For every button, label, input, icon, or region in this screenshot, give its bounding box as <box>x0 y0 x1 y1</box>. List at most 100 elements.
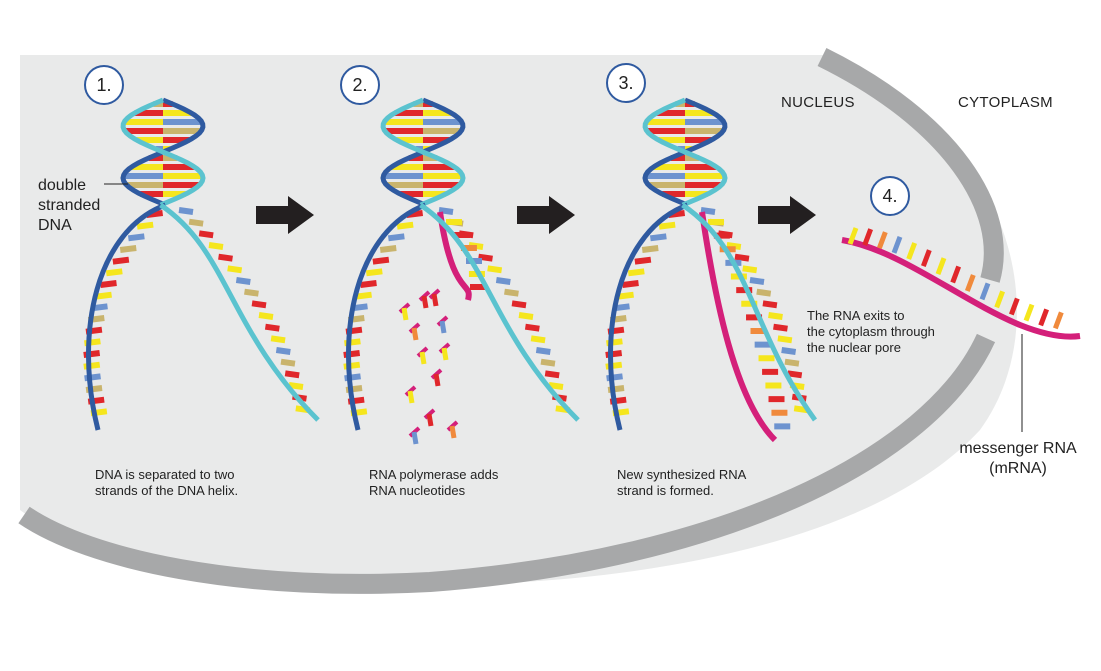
nucleus-label: NUCLEUS <box>781 94 855 111</box>
cytoplasm-label: CYTOPLASM <box>958 94 1053 111</box>
left-strand-base <box>365 268 383 277</box>
free-nucleotide-base <box>433 373 441 387</box>
backbone-cyan-twisted <box>380 97 466 208</box>
left-strand-base <box>119 245 137 253</box>
nucleus-interior <box>20 55 1017 585</box>
right-strand-base <box>726 242 742 250</box>
double-stranded-dna-label: double stranded DNA <box>38 177 101 234</box>
right-strand-base <box>773 323 788 332</box>
step-3-badge: 3. <box>606 63 646 103</box>
backbone-cyan-strand <box>159 202 320 422</box>
right-strand-base <box>734 253 750 262</box>
mrna-base <box>920 249 932 268</box>
right-strand-base <box>784 358 800 367</box>
left-strand-base <box>379 245 397 253</box>
dna-helix-step-2 <box>343 97 580 431</box>
backbone-blue-strand <box>86 202 167 431</box>
free-nucleotide-base <box>441 347 449 361</box>
right-strand-base <box>235 277 251 285</box>
right-strand-base <box>530 335 546 344</box>
left-strand-base <box>627 268 645 277</box>
left-strand-base <box>396 221 414 230</box>
mrna-base <box>994 290 1006 309</box>
left-strand-base <box>617 291 634 300</box>
right-strand-base <box>518 312 534 320</box>
cell-membranes <box>18 48 1017 594</box>
right-strand-base <box>495 277 511 285</box>
mrna-label: messenger RNA (mRNA) <box>959 440 1077 477</box>
mrna-base <box>1052 311 1064 330</box>
left-strand-base <box>136 221 154 230</box>
left-strand-base <box>343 361 361 370</box>
label-leader-lines <box>104 183 1023 432</box>
right-strand-base <box>208 242 224 250</box>
right-strand-base <box>544 370 560 379</box>
rna-backbone <box>437 211 472 301</box>
mrna-base <box>906 242 918 260</box>
mrna-base <box>862 228 874 246</box>
free-nucleotide-base <box>449 425 457 439</box>
right-strand-base <box>288 382 304 390</box>
left-strand-base <box>649 233 667 242</box>
step-4-badge: 4. <box>870 176 910 216</box>
right-strand-base <box>227 265 243 274</box>
free-nucleotide-base <box>421 295 429 309</box>
right-strand-base <box>742 265 758 274</box>
backbone-cyan-twisted <box>120 97 206 208</box>
right-strand-base <box>487 265 503 274</box>
nuclear-envelope-upper <box>817 48 1004 283</box>
free-nucleotide-base <box>439 320 447 334</box>
right-strand-base <box>787 370 803 379</box>
backbone-blue-strand <box>346 202 427 431</box>
free-nucleotide-base <box>419 351 427 365</box>
right-strand-base <box>781 347 797 355</box>
right-strand-base <box>756 288 772 297</box>
mrna-base <box>891 236 903 254</box>
step-1-caption: DNA is separated to two strands of the D… <box>95 467 239 498</box>
arrow-step-2-to-3 <box>517 196 575 234</box>
mrna-base <box>935 257 947 275</box>
right-strand-base <box>535 347 551 355</box>
rna-backbone <box>699 211 778 443</box>
step-1-badge: 1. <box>84 65 124 105</box>
right-strand-base <box>218 253 233 262</box>
right-strand-base <box>264 323 280 332</box>
left-strand-base <box>83 361 101 370</box>
right-strand-base <box>540 358 556 367</box>
right-strand-base <box>284 370 300 379</box>
free-nucleotide-base <box>431 293 439 307</box>
step-2-caption: RNA polymerase adds RNA nucleotides <box>369 467 499 498</box>
left-strand-base <box>622 280 639 288</box>
mrna-base <box>950 265 962 284</box>
right-strand-base <box>188 218 204 227</box>
right-strand-base <box>178 207 194 215</box>
right-strand-base <box>548 382 564 390</box>
left-strand-base <box>112 256 130 265</box>
step-2-badge: 2. <box>340 65 380 105</box>
left-strand-base <box>355 291 372 300</box>
mrna-base <box>964 274 976 292</box>
dna-helix-step-3 <box>605 97 818 443</box>
step-4-caption: The RNA exits to the cytoplasm through t… <box>807 308 935 355</box>
right-strand-base <box>244 288 259 297</box>
mrna-base <box>1038 308 1050 327</box>
mrna-base <box>1008 297 1020 316</box>
right-strand-base <box>270 335 286 344</box>
backbone-cyan-twisted <box>642 97 728 208</box>
left-strand-base <box>127 233 145 242</box>
right-strand-base <box>504 288 519 297</box>
mrna-backbone <box>841 237 1081 340</box>
nuclear-envelope-lower <box>18 333 996 594</box>
right-strand-base <box>749 277 765 285</box>
dna-helix-step-1 <box>83 97 320 431</box>
right-strand-base <box>511 300 527 309</box>
free-nucleotides <box>398 288 459 445</box>
right-strand-base <box>251 300 267 309</box>
free-nucleotide-base <box>407 390 415 404</box>
right-strand-base <box>275 347 291 355</box>
mrna-strand <box>841 227 1081 340</box>
left-strand-base <box>100 280 117 288</box>
left-strand-base <box>372 256 390 265</box>
